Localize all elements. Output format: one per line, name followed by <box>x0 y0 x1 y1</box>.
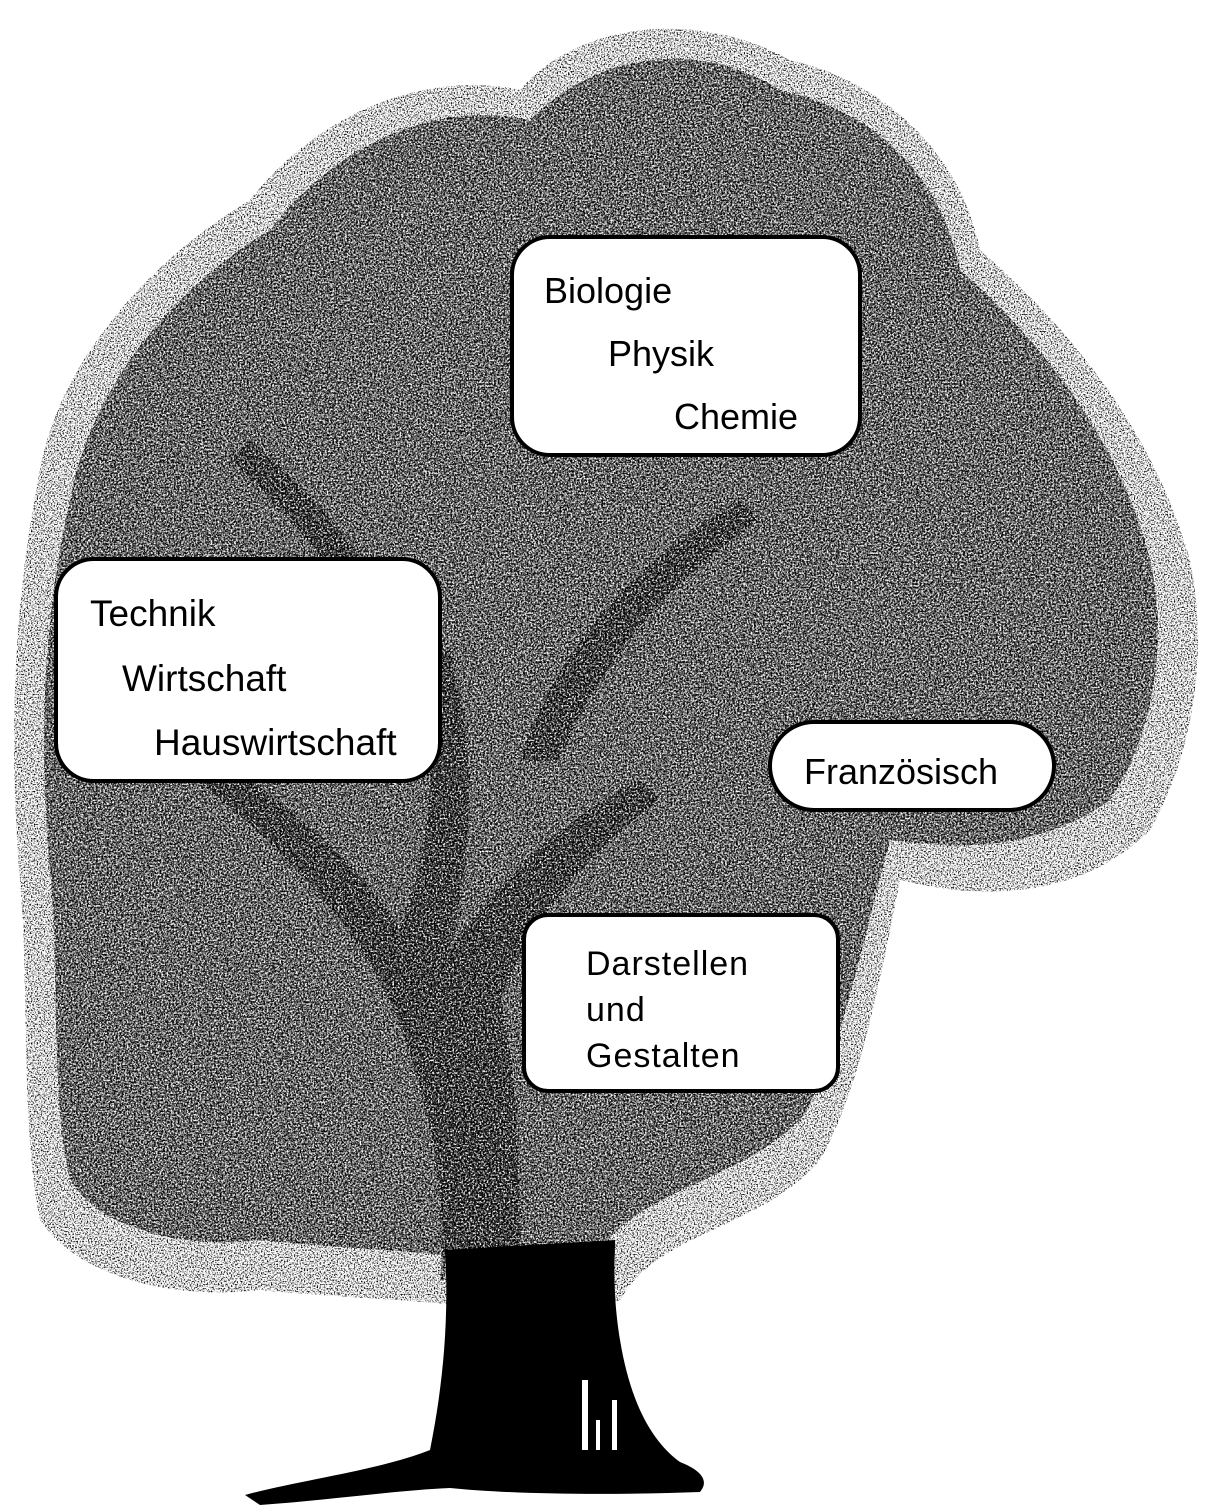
subject-chemistry: Chemie <box>674 396 799 437</box>
subject-technology: Technik <box>90 593 216 634</box>
sciences-box: Biologie Physik Chemie <box>510 235 862 457</box>
subject-arts-line-2: und <box>586 991 646 1029</box>
subject-economics: Wirtschaft <box>122 658 287 699</box>
arts-box: Darstellen und Gestalten <box>522 913 840 1093</box>
subject-biology: Biologie <box>544 270 673 311</box>
subject-french: Französisch <box>804 751 999 792</box>
subject-arts-line-3: Gestalten <box>586 1037 741 1075</box>
technology-box: Technik Wirtschaft Hauswirtschaft <box>54 557 442 783</box>
language-box: Französisch <box>768 720 1056 812</box>
subject-home-economics: Hauswirtschaft <box>154 722 397 763</box>
subject-arts-line-1: Darstellen <box>586 945 750 983</box>
subject-physics: Physik <box>608 333 715 374</box>
